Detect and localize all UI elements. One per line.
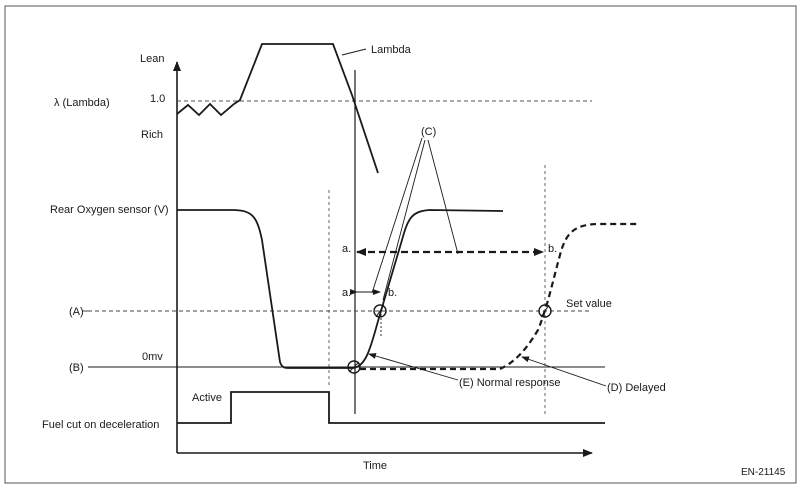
a-marker-lower: a. xyxy=(342,287,351,299)
b-marker-lower: b. xyxy=(388,287,397,299)
active-label: Active xyxy=(192,392,222,404)
rear-o2-label: Rear Oxygen sensor (V) xyxy=(50,204,169,216)
lambda-callout-leader xyxy=(341,48,367,56)
lambda-callout-label: Lambda xyxy=(371,44,412,56)
rear-o2-delayed-trace xyxy=(360,222,640,371)
normal-response-label: (E) Normal response xyxy=(459,377,560,389)
lean-label: Lean xyxy=(140,53,164,65)
c-leader-3 xyxy=(427,139,459,255)
marker-normal-cross xyxy=(373,304,387,318)
marker-normal-start xyxy=(347,360,361,374)
b-axis-label: (B) xyxy=(69,362,84,374)
zero-mv-label: 0mv xyxy=(142,351,163,363)
c-leader-1 xyxy=(371,137,423,294)
c-callout-label: (C) xyxy=(421,126,436,138)
a-axis-label: (A) xyxy=(69,306,84,318)
fuel-cut-signal xyxy=(177,391,605,424)
delayed-label: (D) Delayed xyxy=(607,382,666,394)
time-axis-label: Time xyxy=(363,460,387,472)
rear-o2-normal-trace xyxy=(177,209,504,369)
delayed-leader xyxy=(521,356,607,387)
normal-response-leader xyxy=(368,353,459,381)
fuel-cut-label: Fuel cut on deceleration xyxy=(42,419,159,431)
c-leader-2 xyxy=(382,139,426,301)
b-marker-upper: b. xyxy=(548,243,557,255)
a-marker-upper: a. xyxy=(342,243,351,255)
marker-delayed-cross xyxy=(538,304,552,318)
set-value-label: Set value xyxy=(566,298,612,310)
rich-label: Rich xyxy=(141,129,163,141)
outer-border xyxy=(4,5,797,484)
lambda-one-label: 1.0 xyxy=(150,93,165,105)
lambda-trace xyxy=(176,43,379,174)
figure-code: EN-21145 xyxy=(741,467,786,478)
lambda-axis-label: λ (Lambda) xyxy=(54,97,110,109)
